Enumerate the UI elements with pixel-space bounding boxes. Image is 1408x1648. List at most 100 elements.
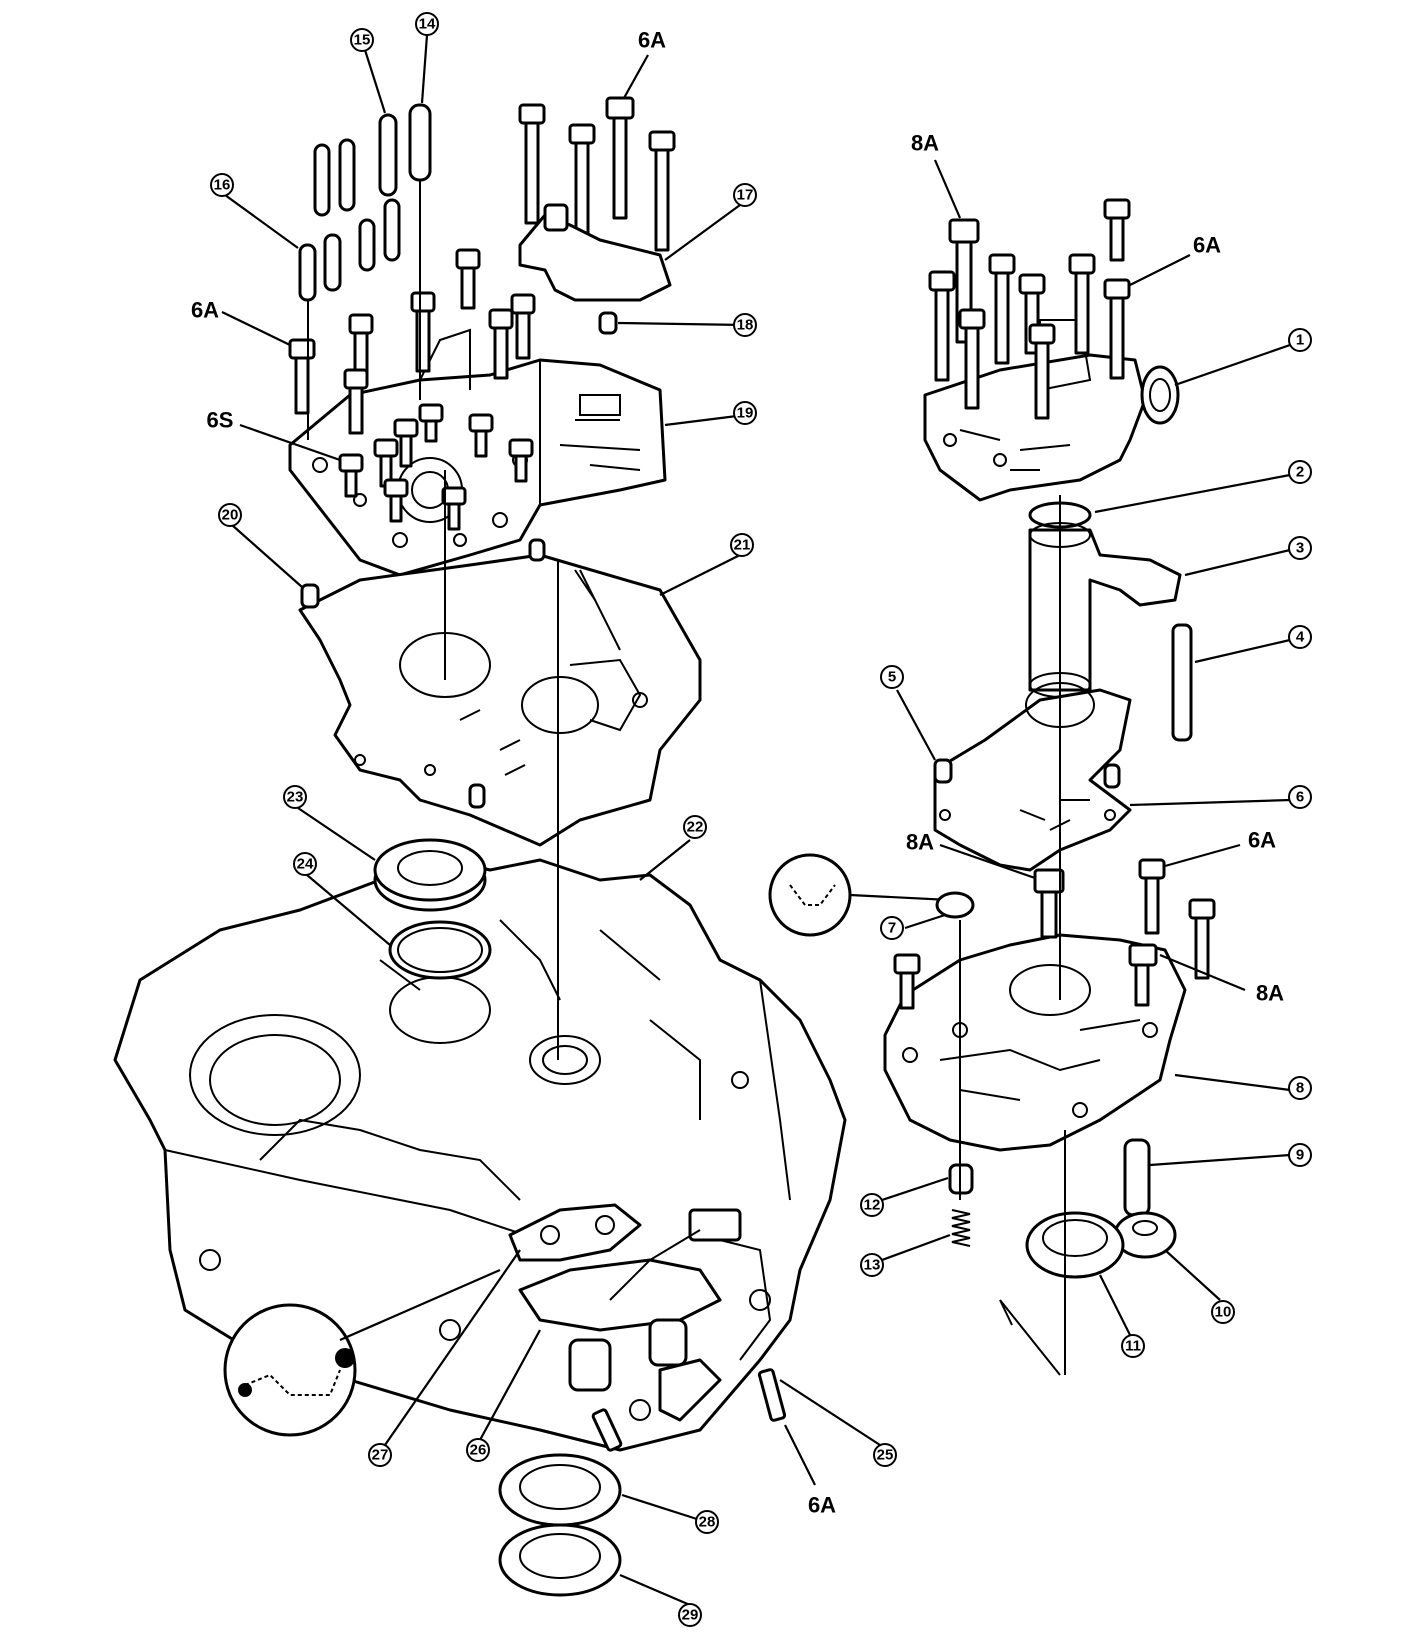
pump-gears <box>948 1138 1177 1279</box>
svg-text:2: 2 <box>1296 464 1304 481</box>
callouts: 1 2 3 4 5 6 7 8 9 10 11 12 13 14 15 16 1… <box>210 12 1312 1627</box>
oil-seal <box>373 838 487 902</box>
callout-2: 2 <box>1288 460 1312 484</box>
callout-14: 14 <box>415 12 439 36</box>
svg-text:19: 19 <box>737 405 754 422</box>
cover-tube <box>543 203 569 232</box>
svg-text:16: 16 <box>214 177 231 194</box>
torque-label: 6A <box>638 28 666 53</box>
dowel-plate-right <box>1103 763 1121 789</box>
svg-text:5: 5 <box>888 669 896 686</box>
svg-text:17: 17 <box>737 187 754 204</box>
callout-5: 5 <box>880 665 904 689</box>
svg-text:25: 25 <box>877 1447 894 1464</box>
torque-label: 8A <box>906 830 934 855</box>
callout-25: 25 <box>873 1443 897 1467</box>
callout-15: 15 <box>350 28 374 52</box>
svg-text:10: 10 <box>1215 1304 1232 1321</box>
torque-label: 6A <box>1248 828 1276 853</box>
o-ring <box>388 920 492 980</box>
callout-20: 20 <box>218 503 242 527</box>
stator-shaft <box>1028 501 1193 742</box>
bolts-body-face <box>338 403 534 531</box>
callout-11: 11 <box>1121 1334 1145 1358</box>
pump-drive-gear-11 <box>1025 1211 1125 1279</box>
solenoid-body <box>518 1258 722 1332</box>
bolts-top-left <box>288 96 676 435</box>
dowel-4 <box>1171 623 1193 742</box>
callout-28: 28 <box>695 1510 719 1534</box>
seal-29 <box>498 1523 622 1597</box>
svg-text:24: 24 <box>297 856 314 873</box>
callout-22: 22 <box>683 815 707 839</box>
svg-text:29: 29 <box>682 1607 699 1624</box>
svg-text:12: 12 <box>864 1197 881 1214</box>
callout-23: 23 <box>283 785 307 809</box>
valve-body-group <box>288 328 667 577</box>
svg-text:7: 7 <box>888 920 896 937</box>
solenoid-assembly <box>508 1203 787 1452</box>
accumulator-cover <box>518 213 672 302</box>
dowel-top <box>528 538 546 562</box>
magnified-inset-right <box>768 853 852 937</box>
svg-text:18: 18 <box>737 317 754 334</box>
svg-text:13: 13 <box>864 1257 881 1274</box>
callout-3: 3 <box>1288 536 1312 560</box>
svg-text:14: 14 <box>419 16 436 33</box>
callout-26: 26 <box>466 1438 490 1462</box>
bearings <box>498 1453 622 1597</box>
svg-text:15: 15 <box>354 32 371 49</box>
pump-shaft-9 <box>1123 1138 1151 1217</box>
callout-16: 16 <box>210 173 234 197</box>
torque-label: 6A <box>191 298 219 323</box>
svg-text:21: 21 <box>734 537 751 554</box>
svg-text:27: 27 <box>372 1447 389 1464</box>
callout-29: 29 <box>678 1603 702 1627</box>
torque-label: 6S <box>207 408 234 433</box>
valve-body <box>288 358 667 577</box>
callout-9: 9 <box>1288 1143 1312 1167</box>
torque-labels: 6A 6A 6S 8A 6A 8A 6A 8A 6A <box>191 28 1284 1518</box>
svg-text:6: 6 <box>1296 789 1304 806</box>
callout-13: 13 <box>860 1253 884 1277</box>
callout-12: 12 <box>860 1193 884 1217</box>
dowel-pins <box>298 103 432 302</box>
callout-8: 8 <box>1288 1076 1312 1100</box>
callout-7: 7 <box>880 916 904 940</box>
callout-10: 10 <box>1211 1300 1235 1324</box>
callout-17: 17 <box>733 183 757 207</box>
servo-body-group <box>923 198 1180 502</box>
torque-label: 8A <box>911 131 939 156</box>
svg-text:26: 26 <box>470 1442 487 1459</box>
callout-1: 1 <box>1288 328 1312 352</box>
dowel-5 <box>933 758 953 784</box>
dowel-20 <box>300 583 320 609</box>
svg-text:28: 28 <box>699 1514 716 1531</box>
callout-19: 19 <box>733 401 757 425</box>
leader-lines <box>221 34 1291 1607</box>
svg-text:23: 23 <box>287 789 304 806</box>
magnified-inset-left <box>223 1303 357 1437</box>
callout-6: 6 <box>1288 785 1312 809</box>
solenoid-gasket <box>508 1203 642 1262</box>
transmission-housing <box>113 838 847 1452</box>
callout-4: 4 <box>1288 625 1312 649</box>
callout-21: 21 <box>730 533 754 557</box>
svg-text:4: 4 <box>1296 629 1305 646</box>
alignment-lines <box>307 180 1066 1376</box>
torque-label: 6A <box>808 1493 836 1518</box>
servo-body <box>923 353 1147 502</box>
callout-18: 18 <box>733 313 757 337</box>
pump-bolts <box>893 858 1216 1010</box>
svg-text:9: 9 <box>1296 1147 1304 1164</box>
torque-label: 6A <box>1193 233 1221 258</box>
svg-text:20: 20 <box>222 507 239 524</box>
callout-27: 27 <box>368 1443 392 1467</box>
dowel-plate <box>468 783 486 809</box>
check-valve-7 <box>935 891 975 919</box>
dowel-18 <box>598 311 618 335</box>
spring-13 <box>951 1209 971 1247</box>
svg-text:3: 3 <box>1296 540 1304 557</box>
torque-label: 8A <box>1256 981 1284 1006</box>
